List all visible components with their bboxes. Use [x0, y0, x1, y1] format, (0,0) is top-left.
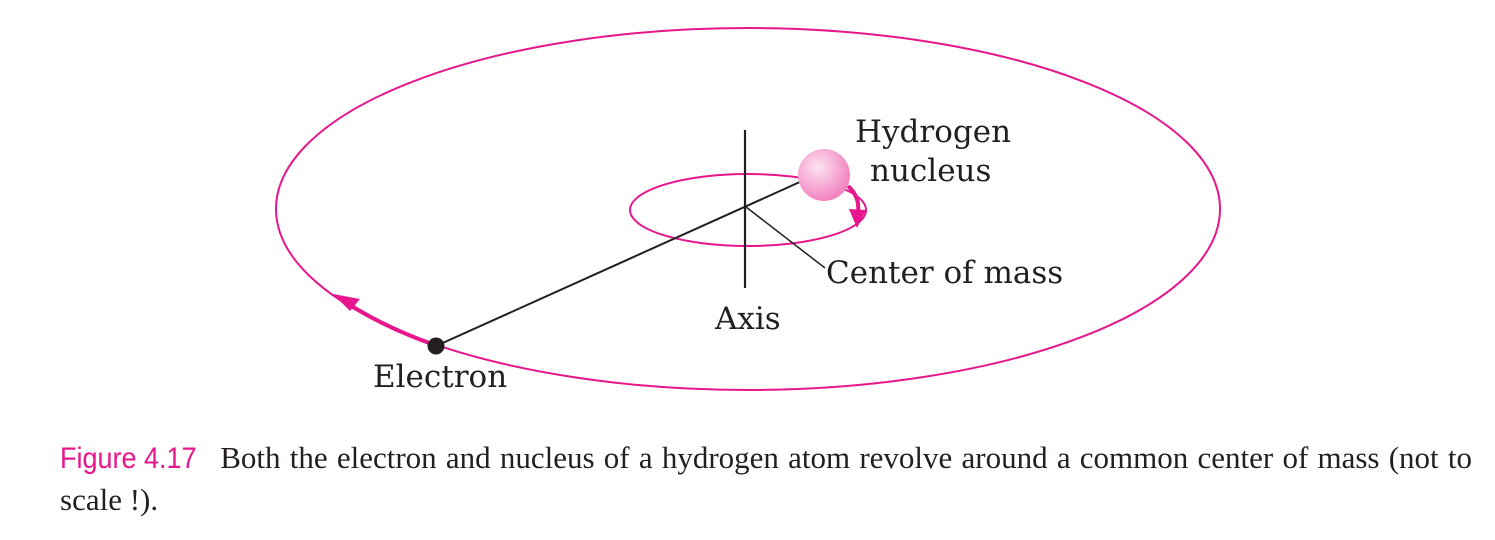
nucleus-label: nucleus	[870, 153, 991, 189]
electron-arrowhead	[333, 294, 360, 311]
electron-label: Electron	[373, 359, 507, 395]
electron-dot	[427, 337, 445, 355]
nucleus-arrowhead	[849, 209, 866, 228]
figure-caption: Figure 4.17 Both the electron and nucleu…	[60, 437, 1472, 520]
center-of-mass-leader	[745, 206, 826, 269]
axis-label: Axis	[714, 301, 781, 337]
hydrogen-label: Hydrogen	[855, 114, 1011, 150]
nucleus-direction-arrow	[846, 184, 861, 213]
figure-number: Figure 4.17	[60, 442, 197, 475]
hydrogen-nucleus-sphere	[798, 149, 850, 201]
electron-orbit	[275, 27, 1221, 391]
electron-direction-arrow	[348, 303, 433, 346]
hydrogen-orbit-diagram: Hydrogen nucleus Center of mass Axis Ele…	[275, 27, 1221, 395]
electron-nucleus-line	[435, 171, 823, 347]
caption-text: Both the electron and nucleus of a hydro…	[60, 440, 1472, 517]
center-of-mass-label: Center of mass	[826, 255, 1063, 291]
